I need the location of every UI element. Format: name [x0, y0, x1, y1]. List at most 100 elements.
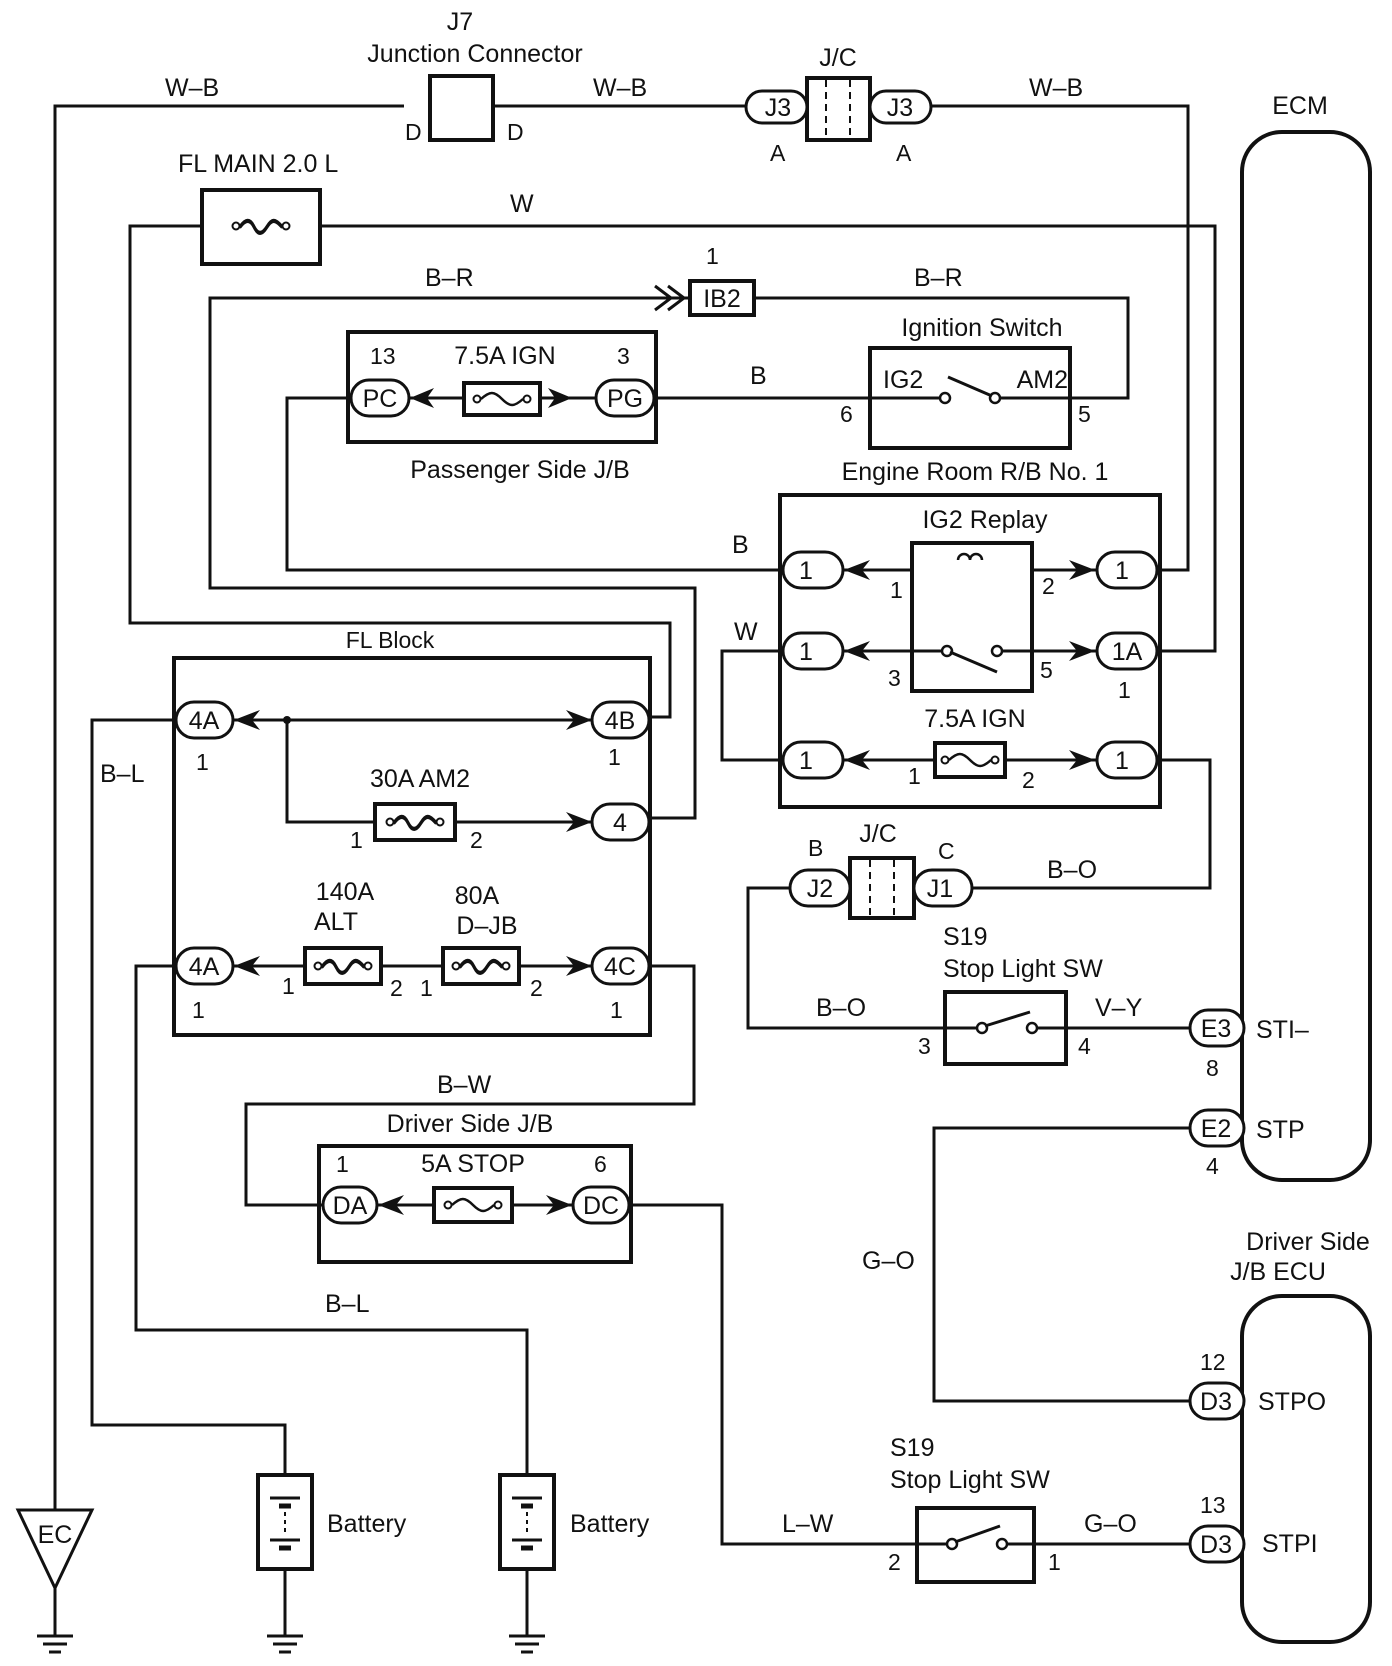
- ignition-switch-label: Ignition Switch: [901, 314, 1062, 342]
- j3-right-label: J3: [887, 94, 913, 122]
- s19-upper-pin-3: 3: [918, 1033, 931, 1059]
- j3-left-connector: [744, 89, 809, 125]
- wire-bl-4a2-battery: [134, 964, 529, 1475]
- wire-label-bo-1: B–O: [1047, 856, 1097, 884]
- fl-4a-top-pin: 1: [196, 749, 209, 775]
- ec-ground: EC: [15, 1508, 95, 1635]
- ground-icon: [509, 1634, 545, 1654]
- wire-label-lw: L–W: [782, 1510, 834, 1538]
- wire-label-bl-2: B–L: [325, 1290, 370, 1318]
- pc-pin-13: 13: [370, 343, 396, 369]
- ground-icon: [37, 1634, 73, 1654]
- d3-stpi-connector: [1188, 1524, 1246, 1564]
- wire-w-flmain-er1a: [320, 224, 1217, 653]
- j1-connector: [912, 868, 974, 908]
- wire-b-pc-er: [285, 396, 783, 572]
- er-right-1a: [1095, 631, 1159, 671]
- wires: [53, 104, 1217, 1635]
- j7-id: J7: [447, 8, 473, 36]
- er-right-1a-label: 1A: [1112, 638, 1143, 666]
- s19-upper-name: Stop Light SW: [943, 955, 1103, 983]
- dc-connector: [571, 1185, 631, 1225]
- j7-junction-connector: J7 Junction Connector D D: [367, 8, 582, 145]
- dc-label: DC: [583, 1192, 619, 1220]
- jc-mid-box: [848, 856, 916, 920]
- wire-bw-4c-djb: [244, 964, 696, 1207]
- j7-title: Junction Connector: [367, 40, 582, 68]
- dsjb-box: [317, 1144, 633, 1264]
- j1-label: J1: [927, 875, 953, 903]
- fl-4a-bottom-pin: 1: [192, 997, 205, 1023]
- engine-room-rb1: Engine Room R/B No. 1 IG2 Replay 1 1 1 2…: [732, 458, 1162, 809]
- djb-pin-1: 1: [420, 975, 433, 1001]
- e2-pin-4: 4: [1206, 1153, 1219, 1179]
- fl-main-label: FL MAIN 2.0 L: [178, 150, 338, 178]
- j7-pin-d-right: D: [507, 119, 524, 145]
- am2-fuse-label: 30A AM2: [370, 765, 470, 793]
- d3-pin-12: 12: [1200, 1349, 1226, 1375]
- j2-label: J2: [807, 875, 833, 903]
- fl-block: FL Block 4A 4B 1 1 30A AM2 4 1 2 140A AL…: [100, 627, 652, 1037]
- d3-pin-13: 13: [1200, 1492, 1226, 1518]
- ec-triangle: [15, 1508, 95, 1592]
- dsjb-ecu-label-a: Driver Side: [1246, 1228, 1370, 1256]
- er-left-3-label: 1: [799, 747, 813, 775]
- er-fuse-pin-1: 1: [908, 763, 921, 789]
- wire-wb-ec-j7: [53, 104, 404, 1525]
- wire-label-wb-2: W–B: [593, 74, 647, 102]
- ib2-pin-1: 1: [706, 243, 719, 269]
- er-right-3: [1095, 740, 1159, 780]
- dc-pin-6: 6: [594, 1151, 607, 1177]
- wire-label-br-1: B–R: [425, 264, 474, 292]
- ig2-terminal: IG2: [883, 366, 923, 394]
- ib2-box: [688, 279, 756, 317]
- s19-lower-id: S19: [890, 1434, 934, 1462]
- d3-stpi-label: D3: [1200, 1531, 1232, 1559]
- alt-pin-2: 2: [390, 975, 403, 1001]
- fl-4c: [590, 946, 651, 986]
- s19-upper-pin-4: 4: [1078, 1033, 1091, 1059]
- pc-label: PC: [363, 385, 398, 413]
- fl-main-box: [200, 188, 322, 266]
- wire-label-vy: V–Y: [1095, 994, 1143, 1022]
- ib2-label: IB2: [703, 285, 741, 313]
- relay-pin-5: 5: [1040, 657, 1053, 683]
- stp-terminal: STP: [1256, 1116, 1305, 1144]
- relay-pin-2: 2: [1042, 573, 1055, 599]
- ecm-box: [1240, 130, 1372, 1182]
- fl-4b-pin: 1: [608, 744, 621, 770]
- ib2-connector: 1 IB2 B–R B–R: [425, 243, 963, 317]
- j7-pin-d-left: D: [405, 119, 422, 145]
- fl-4c-pin: 1: [610, 997, 623, 1023]
- am2-pin-1: 1: [350, 827, 363, 853]
- ig2-relay-label: IG2 Replay: [922, 506, 1048, 534]
- ec-label: EC: [38, 1521, 73, 1549]
- j2-connector: [788, 868, 852, 908]
- fl-block-label: FL Block: [346, 627, 435, 653]
- wire-label-wb-3: W–B: [1029, 74, 1083, 102]
- djb-pin-2: 2: [530, 975, 543, 1001]
- s19-lower-name: Stop Light SW: [890, 1466, 1050, 1494]
- stpi-terminal: STPI: [1262, 1530, 1318, 1558]
- s19-lower-pin-2: 2: [888, 1549, 901, 1575]
- e3-pin-8: 8: [1206, 1055, 1219, 1081]
- fl-4: [590, 802, 651, 842]
- da-label: DA: [333, 1192, 368, 1220]
- wire-label-bw: B–W: [437, 1071, 492, 1099]
- wire-w-er-loop: [720, 649, 783, 762]
- djb-fuse-box: [441, 946, 521, 986]
- ign-sw-pin-6: 6: [840, 401, 853, 427]
- dsjb-ecu-box: [1240, 1294, 1372, 1644]
- wire-bl-4a-battery: [90, 718, 287, 1475]
- er-1a-pin-1: 1: [1118, 677, 1131, 703]
- wire-label-bl-1: B–L: [100, 760, 145, 788]
- fl-4-label: 4: [613, 809, 627, 837]
- djb-fuse-label-a: 80A: [455, 882, 500, 910]
- er-right-1-label: 1: [1115, 557, 1129, 585]
- battery-2: Battery: [498, 1473, 650, 1571]
- jc-top: J/C J3 J3 A A: [744, 44, 933, 166]
- jc-pin-b: B: [808, 835, 823, 861]
- j3-left-label: J3: [765, 94, 791, 122]
- er-right-3-label: 1: [1115, 747, 1129, 775]
- ground-icon: [267, 1634, 303, 1654]
